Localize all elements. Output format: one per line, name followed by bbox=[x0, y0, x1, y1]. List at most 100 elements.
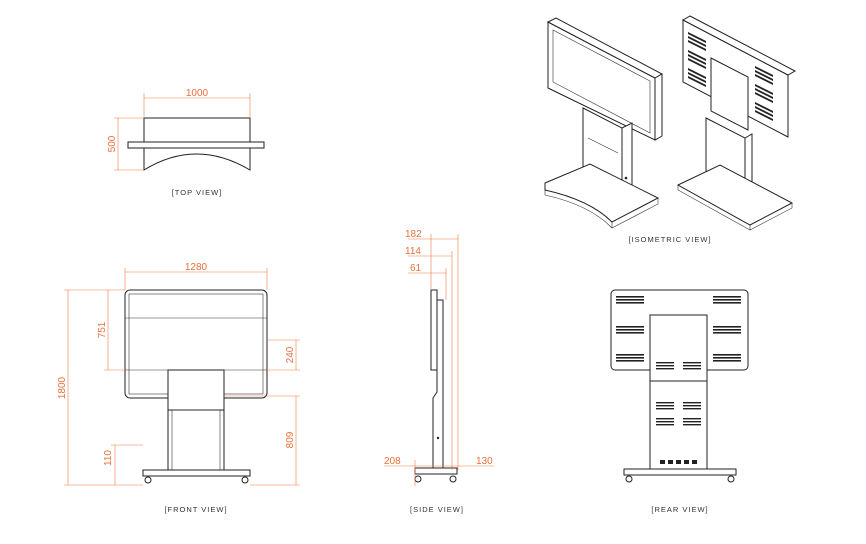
rear-view: [REAR VIEW] bbox=[610, 289, 749, 514]
side-caster-left bbox=[414, 475, 422, 483]
isometric-front-drawing bbox=[544, 17, 664, 229]
side-114-dimension: 114 bbox=[405, 246, 421, 257]
isometric-rear-drawing bbox=[676, 15, 797, 231]
vent-slot bbox=[616, 332, 644, 334]
vent-slot bbox=[755, 110, 773, 121]
front-base-height-dimension: 110 bbox=[103, 450, 114, 466]
rear-caster-right bbox=[727, 475, 735, 483]
vent-slot bbox=[660, 460, 665, 464]
vent-slot bbox=[755, 92, 773, 103]
side-base bbox=[414, 467, 458, 475]
vent-slot bbox=[616, 354, 644, 356]
vent-slot bbox=[656, 362, 674, 364]
side-view-caption: [SIDE VIEW] bbox=[410, 505, 464, 514]
side-view: 182 114 61 208 130 [SIDE VIEW] bbox=[384, 229, 494, 514]
vent-slot bbox=[616, 326, 644, 328]
rear-vents bbox=[616, 296, 741, 464]
isometric-view-caption: [ISOMETRIC VIEW] bbox=[628, 235, 711, 244]
vent-slot bbox=[683, 368, 701, 370]
vent-slot bbox=[688, 76, 706, 87]
vent-slot bbox=[713, 302, 741, 304]
vent-slot bbox=[713, 329, 741, 331]
front-screen-height-dimension: 751 bbox=[97, 321, 108, 338]
vent-slot bbox=[683, 365, 701, 367]
front-caster-right bbox=[241, 476, 249, 484]
vent-slot bbox=[755, 66, 773, 77]
vent-slot bbox=[713, 296, 741, 298]
vent-slot bbox=[656, 402, 674, 404]
vent-slot bbox=[656, 408, 674, 410]
iso-base bbox=[544, 163, 660, 223]
vent-slot bbox=[755, 74, 773, 85]
vent-slot bbox=[688, 72, 706, 83]
vent-slot bbox=[656, 368, 674, 370]
vent-slot bbox=[616, 302, 644, 304]
vent-slot bbox=[688, 36, 706, 47]
vent-slot bbox=[692, 460, 697, 464]
vent-slot bbox=[668, 460, 673, 464]
rear-access-panel bbox=[649, 314, 708, 382]
vent-slot bbox=[656, 418, 674, 420]
side-130-dimension: 130 bbox=[476, 456, 493, 467]
front-view-caption: [FRONT VIEW] bbox=[164, 505, 227, 514]
vent-slot bbox=[755, 106, 773, 117]
top-view-screen-front bbox=[127, 141, 265, 149]
top-view-caption: [TOP VIEW] bbox=[172, 188, 223, 197]
vent-slot bbox=[616, 329, 644, 331]
rear-base bbox=[623, 468, 737, 476]
vent-slot bbox=[683, 424, 701, 426]
vent-slot bbox=[713, 354, 741, 356]
vent-slot bbox=[688, 50, 706, 61]
vent-slot bbox=[688, 68, 706, 79]
vent-slot bbox=[683, 421, 701, 423]
front-809-dimension: 809 bbox=[285, 431, 296, 448]
vent-slot bbox=[688, 54, 706, 65]
vent-slot bbox=[755, 102, 773, 113]
vent-slot bbox=[683, 408, 701, 410]
iso-rear-panel bbox=[710, 57, 749, 131]
vent-slot bbox=[684, 460, 689, 464]
side-caster-right bbox=[449, 475, 457, 483]
top-view: 1000 500 [TOP VIEW] bbox=[107, 88, 265, 197]
top-depth-dimension: 500 bbox=[107, 135, 118, 152]
rear-caster-left bbox=[625, 475, 633, 483]
front-column-upper bbox=[167, 369, 225, 411]
vent-slot bbox=[713, 332, 741, 334]
iso-rear-base bbox=[676, 164, 794, 226]
vent-slot bbox=[755, 84, 773, 95]
front-width-dimension: 1280 bbox=[185, 262, 208, 273]
front-overall-height-dimension: 1800 bbox=[57, 376, 68, 399]
vent-slot bbox=[683, 402, 701, 404]
rear-view-caption: [REAR VIEW] bbox=[651, 505, 708, 514]
vent-slot bbox=[688, 40, 706, 51]
vent-slot bbox=[688, 58, 706, 69]
front-240-dimension: 240 bbox=[285, 346, 296, 363]
front-column-lower bbox=[167, 409, 225, 473]
vent-slot bbox=[755, 70, 773, 81]
front-caster-left bbox=[144, 476, 152, 484]
vent-slot bbox=[656, 405, 674, 407]
vent-slot bbox=[656, 424, 674, 426]
side-208-dimension: 208 bbox=[384, 456, 401, 467]
vent-slot bbox=[713, 299, 741, 301]
side-screen-profile bbox=[430, 289, 438, 371]
top-width-dimension: 1000 bbox=[186, 88, 209, 99]
front-view: 1280 1800 751 110 240 809 [FRONT VIEW] bbox=[57, 262, 300, 514]
side-61-dimension: 61 bbox=[410, 263, 422, 274]
vent-slot bbox=[616, 360, 644, 362]
vent-slot bbox=[713, 360, 741, 362]
vent-slot bbox=[755, 88, 773, 99]
vent-slot bbox=[683, 405, 701, 407]
vent-slot bbox=[713, 326, 741, 328]
vent-slot bbox=[616, 296, 644, 298]
vent-slot bbox=[656, 421, 674, 423]
side-182-dimension: 182 bbox=[405, 229, 422, 240]
vent-slot bbox=[683, 362, 701, 364]
front-base bbox=[142, 469, 251, 477]
vent-slot bbox=[688, 32, 706, 43]
vent-slot bbox=[616, 299, 644, 301]
vent-slot bbox=[676, 460, 681, 464]
vent-slot bbox=[683, 418, 701, 420]
vent-slot bbox=[656, 365, 674, 367]
